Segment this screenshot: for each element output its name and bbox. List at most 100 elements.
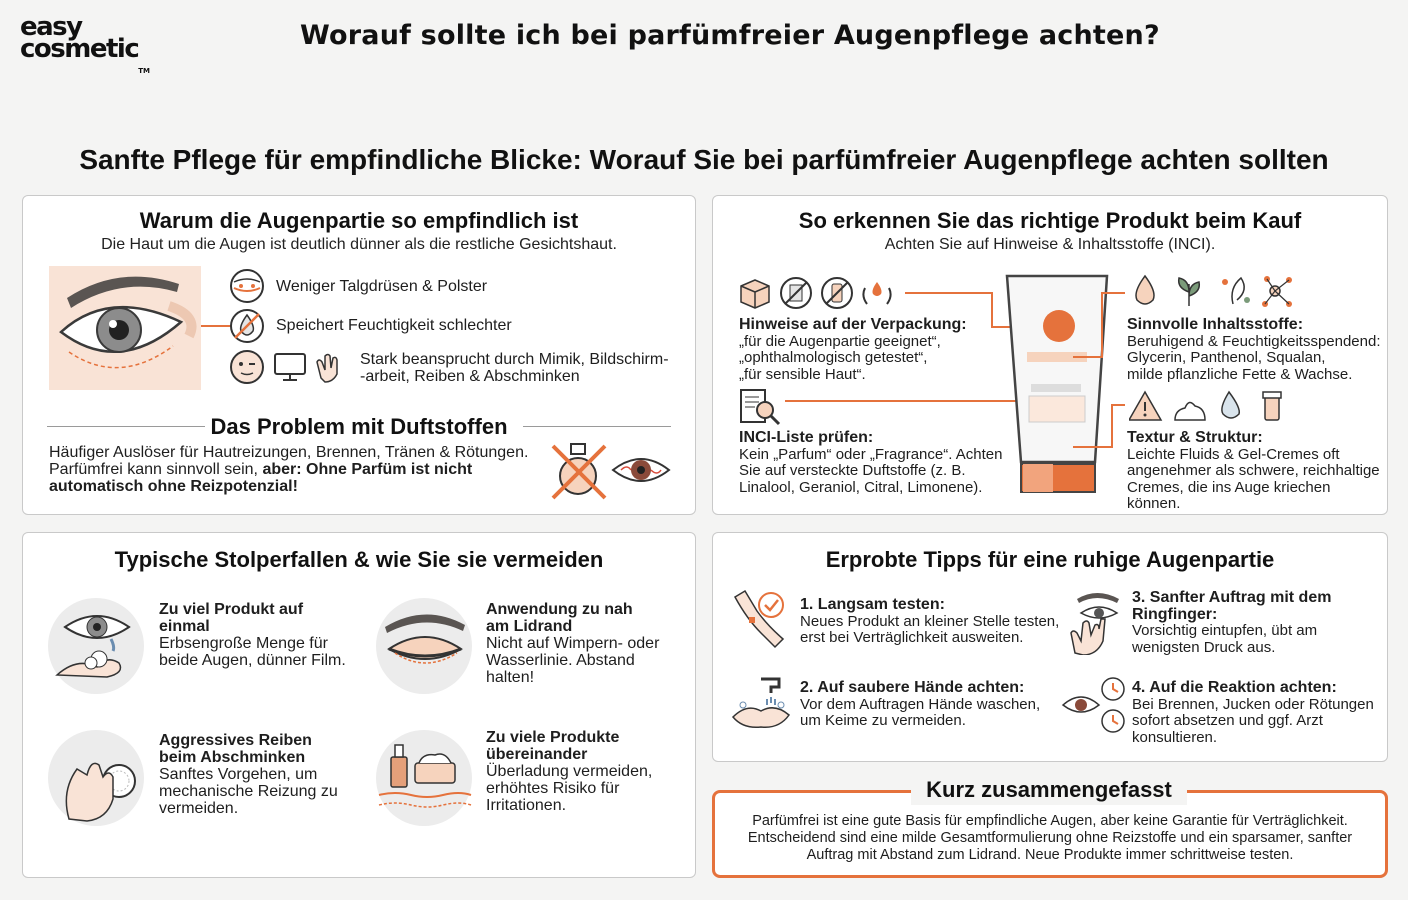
problem-title: Das Problem mit Duftstoffen xyxy=(210,414,508,439)
connector-line xyxy=(1111,404,1113,448)
pitfall-title: Zu viel Produkt auf xyxy=(159,601,304,618)
summary-line: Parfümfrei ist eine gute Basis für empfi… xyxy=(752,813,1348,829)
summary-line: Auftrag mit Abstand zum Lidrand. Neue Pr… xyxy=(806,847,1294,863)
moisture-drop-icon xyxy=(230,309,264,343)
panel-pitfalls: Typische Stolperfallen & wie Sie sie ver… xyxy=(22,532,696,878)
brand-logo: easy cosmeticTM xyxy=(20,14,180,75)
tip-text: erst bei Verträglichkeit ausweiten. xyxy=(800,629,1024,646)
panel1-title: Warum die Augenpartie so empfindlich ist xyxy=(139,208,579,233)
packaging-hint-icons xyxy=(740,277,892,309)
pitfall-text: Überladung vermeiden, xyxy=(486,763,653,780)
ring-finger-eye-icon xyxy=(1070,593,1119,655)
irritated-eye-icon xyxy=(611,458,671,482)
pitfall-text: vermeiden. xyxy=(159,800,239,817)
hand-washing-icon xyxy=(731,677,791,729)
panel2-subtitle: Achten Sie auf Hinweise & Inhaltsstoffe … xyxy=(884,236,1216,253)
problem-text: Häufiger Auslöser für Hautreizungen, Bre… xyxy=(49,444,529,461)
pitfall-text: Nicht auf Wimpern- oder xyxy=(486,635,660,652)
pitfall-text: erhöhtes Risiko für xyxy=(486,780,620,797)
main-title: Sanfte Pflege für empfindliche Blicke: W… xyxy=(79,144,1329,175)
tip-title: 2. Auf saubere Hände achten: xyxy=(800,679,1025,696)
inci-line: Linalool, Geraniol, Citral, Limonene). xyxy=(739,478,983,496)
tip-title: 4. Auf die Reaktion achten: xyxy=(1132,679,1337,696)
divider-left xyxy=(47,426,205,427)
lid-margin-icon xyxy=(376,598,472,694)
list-item-text: Speichert Feuchtigkeit schlechter xyxy=(276,317,512,334)
rubbing-cotton-pad-icon xyxy=(48,730,144,826)
ingredients-line: milde pflanzliche Fette & Wachse. xyxy=(1127,365,1353,383)
eye-closeup-illustration xyxy=(49,266,201,390)
page-title: Worauf sollte ich bei parfümfreier Augen… xyxy=(300,20,1160,51)
brand-line2: cosmetic xyxy=(20,34,140,64)
panel-eye-sensitivity: Warum die Augenpartie so empfindlich ist… xyxy=(22,195,696,515)
connector-line xyxy=(1111,404,1125,406)
connector-line xyxy=(905,292,993,294)
eye-reaction-timer-icon xyxy=(1061,677,1125,733)
pitfall-title: am Lidrand xyxy=(486,618,573,635)
panel-tips: Erprobte Tipps für eine ruhige Augenpart… xyxy=(712,532,1388,762)
pitfall-text: Sanftes Vorgehen, um xyxy=(159,766,318,783)
inci-list-magnifier-icon xyxy=(740,389,781,426)
panel1-subtitle: Die Haut um die Augen ist deutlich dünne… xyxy=(101,236,617,253)
brand-tm: TM xyxy=(138,67,150,75)
connector-line xyxy=(991,292,993,328)
texture-line: Leichte Fluids & Gel-Cremes oft xyxy=(1127,445,1340,463)
tip-text: sofort absetzen und ggf. Arzt xyxy=(1132,712,1323,729)
summary-title: Kurz zusammengefasst xyxy=(911,775,1187,805)
inci-title: INCI-Liste prüfen: xyxy=(739,429,874,446)
packaging-title: Hinweise auf der Verpackung: xyxy=(739,316,967,333)
problem-warning: automatisch ohne Reizpotenzial! xyxy=(49,478,298,495)
texture-title: Textur & Struktur: xyxy=(1127,429,1263,446)
list-item-text: Weniger Talgdrüsen & Polster xyxy=(276,278,488,295)
connector-line xyxy=(785,400,1027,402)
perfume-crossed-icon xyxy=(551,443,607,500)
pitfall-title: Anwendung zu nah xyxy=(486,601,633,618)
tip-text: Neues Produkt an kleiner Stelle testen, xyxy=(800,612,1060,630)
packaging-line: „für sensible Haut“. xyxy=(739,365,866,383)
pitfall-title: Aggressives Reiben xyxy=(159,732,312,749)
summary-line: Entscheidend sind eine milde Gesamtformu… xyxy=(747,830,1353,846)
pitfall-text: mechanische Reizung zu xyxy=(159,783,338,800)
panel-product-selection: So erkennen Sie das richtige Produkt bei… xyxy=(712,195,1388,515)
tip-text: konsultieren. xyxy=(1132,728,1218,746)
list-item-text: Stark beansprucht durch Mimik, Bildschir… xyxy=(360,351,669,368)
connector-line xyxy=(1101,292,1103,358)
connector-line xyxy=(1073,356,1103,358)
texture-line: angenehmer als schwere, reichhaltige xyxy=(1127,462,1380,479)
tip-text: wenigsten Druck aus. xyxy=(1132,638,1276,656)
tip-text: Vorsichtig eintupfen, übt am xyxy=(1132,622,1318,639)
tip-title: 3. Sanfter Auftrag mit dem xyxy=(1132,589,1332,606)
too-much-product-icon xyxy=(48,598,144,694)
packaging-line: „für die Augenpartie geeignet“, xyxy=(739,332,941,350)
connector-line xyxy=(1101,292,1125,294)
face-monitor-hand-icon xyxy=(230,350,338,384)
pitfall-title: einmal xyxy=(159,618,210,635)
ingredients-line: Beruhigend & Feuchtigkeitsspendend: xyxy=(1127,332,1381,350)
divider-right xyxy=(523,426,671,427)
ingredient-icons xyxy=(1135,274,1292,307)
pitfall-text: Erbsengroße Menge für xyxy=(159,635,328,652)
panel2-title: So erkennen Sie das richtige Produkt bei… xyxy=(798,208,1302,233)
pitfall-title: Zu viele Produkte xyxy=(486,729,620,746)
pitfall-title: beim Abschminken xyxy=(159,749,306,766)
tip-text: Vor dem Auftragen Hände waschen, xyxy=(800,695,1041,713)
problem-text: Parfümfrei kann sinnvoll sein, xyxy=(49,461,263,478)
panel4-title: Erprobte Tipps für eine ruhige Augenpart… xyxy=(825,547,1275,572)
arm-test-check-icon xyxy=(733,589,785,649)
inci-line: Kein „Parfum“ oder „Fragrance“. Achten xyxy=(739,445,1003,463)
pitfall-text: Irritationen. xyxy=(486,797,567,814)
tip-text: Bei Brennen, Jucken oder Rötungen xyxy=(1132,695,1374,713)
ingredients-line: Glycerin, Panthenol, Squalan, xyxy=(1127,349,1326,366)
inci-line: Sie auf versteckte Duftstoffe (z. B. xyxy=(739,462,966,479)
texture-line: Cremes, die ins Auge kriechen können. xyxy=(1127,478,1331,512)
connector-line xyxy=(201,325,231,327)
panel3-title: Typische Stolperfallen & wie Sie sie ver… xyxy=(114,547,604,572)
pitfall-text: halten! xyxy=(486,669,535,686)
problem-warning: aber: Ohne Parfüm ist nicht xyxy=(262,461,473,478)
list-item-text: -arbeit, Reiben & Abschminken xyxy=(360,368,580,385)
pitfall-title: übereinander xyxy=(486,746,588,763)
pitfall-text: beide Augen, dünner Film. xyxy=(159,652,346,669)
connector-line xyxy=(1073,446,1113,448)
skin-layers-icon xyxy=(230,269,264,303)
texture-icons xyxy=(1129,390,1282,421)
